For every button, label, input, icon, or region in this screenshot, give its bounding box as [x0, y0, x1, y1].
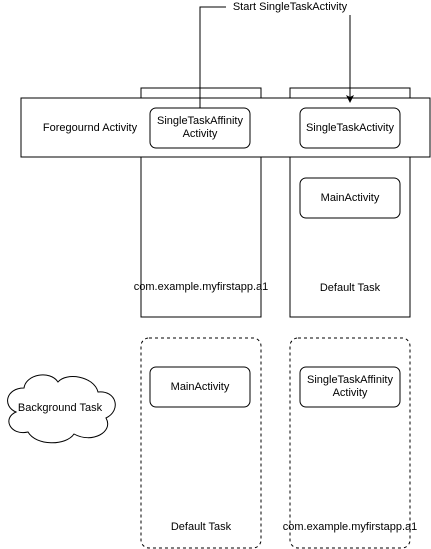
bg-singletaskaffinity-line2: Activity — [332, 387, 368, 399]
task-affinity-background-label: com.example.myfirstapp.a1 — [282, 521, 418, 533]
edge-label: Start SingleTaskActivity — [232, 1, 348, 13]
start-edge-arrow — [199, 6, 354, 108]
fg-singletaskaffinity-line1: SingleTaskAffinity — [156, 115, 243, 127]
task-affinity-top-label: com.example.myfirstapp.a1 — [133, 281, 269, 293]
task-default-background — [140, 337, 262, 549]
node-mainactivity-top — [299, 177, 401, 219]
task-default-top-label: Default Task — [319, 282, 381, 294]
fg-singletaskactivity-text: SingleTaskActivity — [305, 121, 395, 134]
bg-singletaskaffinity-text: SingleTaskAffinity Activity — [300, 367, 400, 407]
task-affinity-top — [140, 87, 262, 318]
foreground-label: Foregournd Activity — [42, 122, 138, 134]
task-default-background-label: Default Task — [170, 521, 232, 533]
fg-singletaskaffinity-text: SingleTaskAffinity Activity — [150, 108, 250, 148]
fg-singletaskaffinity-line2: Activity — [182, 128, 218, 140]
node-mainactivity-bg — [149, 366, 251, 408]
top-mainactivity-text: MainActivity — [320, 191, 380, 204]
node-singletaskaffinity-bg — [299, 366, 401, 408]
edge-label-bg — [226, 0, 354, 15]
task-affinity-background — [289, 337, 411, 549]
bg-mainactivity-text: MainActivity — [170, 380, 230, 393]
cloud-shape — [7, 374, 116, 444]
bg-singletaskaffinity-line1: SingleTaskAffinity — [306, 374, 393, 386]
background-task-label: Background Task — [17, 402, 103, 414]
node-singletaskactivity-fg — [299, 107, 401, 149]
